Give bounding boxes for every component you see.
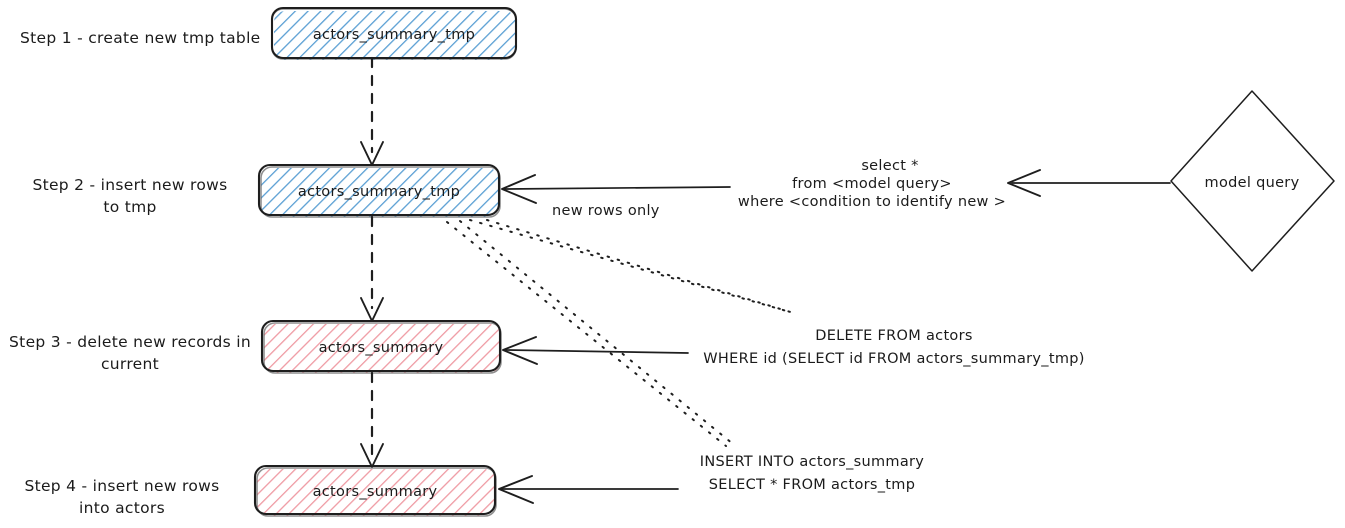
step-4-group: Step 4 - insert new rows into actors act… [24,464,497,517]
model-query-sql-line-1: select * [861,158,918,174]
step-2-label-line-2: to tmp [103,198,156,216]
annotation-delete-sql: DELETE FROM actors WHERE id (SELECT id F… [703,328,1084,367]
step-3-label-line-2: current [101,355,159,373]
arrow-modelquery-to-sql-head [1007,169,1041,197]
arrow-deletesql-to-node3-line [505,349,689,354]
model-query-diamond-outline [1170,90,1335,272]
insert-sql-line-1: INSERT INTO actors_summary [700,454,924,470]
node-3-fill [264,324,500,373]
annotation-model-query-sql: select * from <model query> where <condi… [738,158,1006,210]
insert-sql-line-2: SELECT * FROM actors_tmp [709,477,915,493]
arrow-insertsql-to-node4-head [498,475,534,504]
node-1-fill [274,11,516,60]
node-1-label: actors_summary_tmp [313,27,475,43]
node-actors-summary-tmp-2[interactable]: actors_summary_tmp [257,163,501,218]
node-3-outline [260,319,502,373]
node-4-outline [253,464,497,516]
arrow-modelsql-to-node2-line [504,186,731,190]
annotation-insert-sql: INSERT INTO actors_summary SELECT * FROM… [700,454,924,493]
node-2-label: actors_summary_tmp [298,184,460,200]
step-1-label: Step 1 - create new tmp table [20,29,261,47]
arrow-modelsql-to-node2: new rows only [501,174,731,219]
arrow-node2-to-node3-head [360,297,384,322]
arrow-node2-to-node3 [360,215,384,322]
node-actors-summary-2[interactable]: actors_summary [253,464,497,517]
node-4-fill [257,469,495,516]
dotted-link-node2-to-delete-sql-b [486,219,798,315]
step-4-label-line-1: Step 4 - insert new rows [24,477,219,495]
arrow-deletesql-to-node3-head [502,336,538,365]
delete-sql-line-1: DELETE FROM actors [815,328,972,344]
arrow-deletesql-to-node3 [502,336,689,365]
dotted-link-node2-to-insert-sql [446,221,727,447]
model-query-sql-line-3: where <condition to identify new > [738,194,1006,210]
arrow-node1-to-node2 [360,56,384,166]
arrow-node3-to-node4 [360,371,384,468]
step-1-group: Step 1 - create new tmp table actors_sum… [20,6,518,60]
node-2-fill [261,168,499,217]
arrow-modelsql-to-node2-head [501,174,537,204]
node-4-label: actors_summary [313,484,438,500]
node-actors-summary-tmp-1[interactable]: actors_summary_tmp [270,6,518,60]
delete-sql-line-2: WHERE id (SELECT id FROM actors_summary_… [703,351,1084,367]
node-actors-summary-1[interactable]: actors_summary [260,319,502,374]
node-3-label: actors_summary [319,340,444,356]
step-3-label-line-1: Step 3 - delete new records in [9,333,251,351]
step-2-group: Step 2 - insert new rows to tmp actors_s… [32,163,501,218]
annotation-new-rows-only: new rows only [552,203,660,219]
step-4-label-line-2: into actors [79,499,165,517]
dotted-link-node2-to-insert-sql-b [459,220,734,445]
node-1-outline [270,6,518,60]
dotted-link-node2-to-delete-sql [469,219,791,313]
node-model-query[interactable]: model query [1170,90,1335,272]
model-query-label: model query [1205,175,1300,191]
node-2-outline [257,163,501,217]
step-2-label-line-1: Step 2 - insert new rows [32,176,227,194]
arrow-modelquery-to-sql [1007,169,1171,197]
model-query-sql-line-2: from <model query> [792,176,952,192]
arrow-node1-to-node2-head [360,141,384,166]
step-3-group: Step 3 - delete new records in current a… [9,319,502,374]
arrow-insertsql-to-node4 [498,475,679,504]
